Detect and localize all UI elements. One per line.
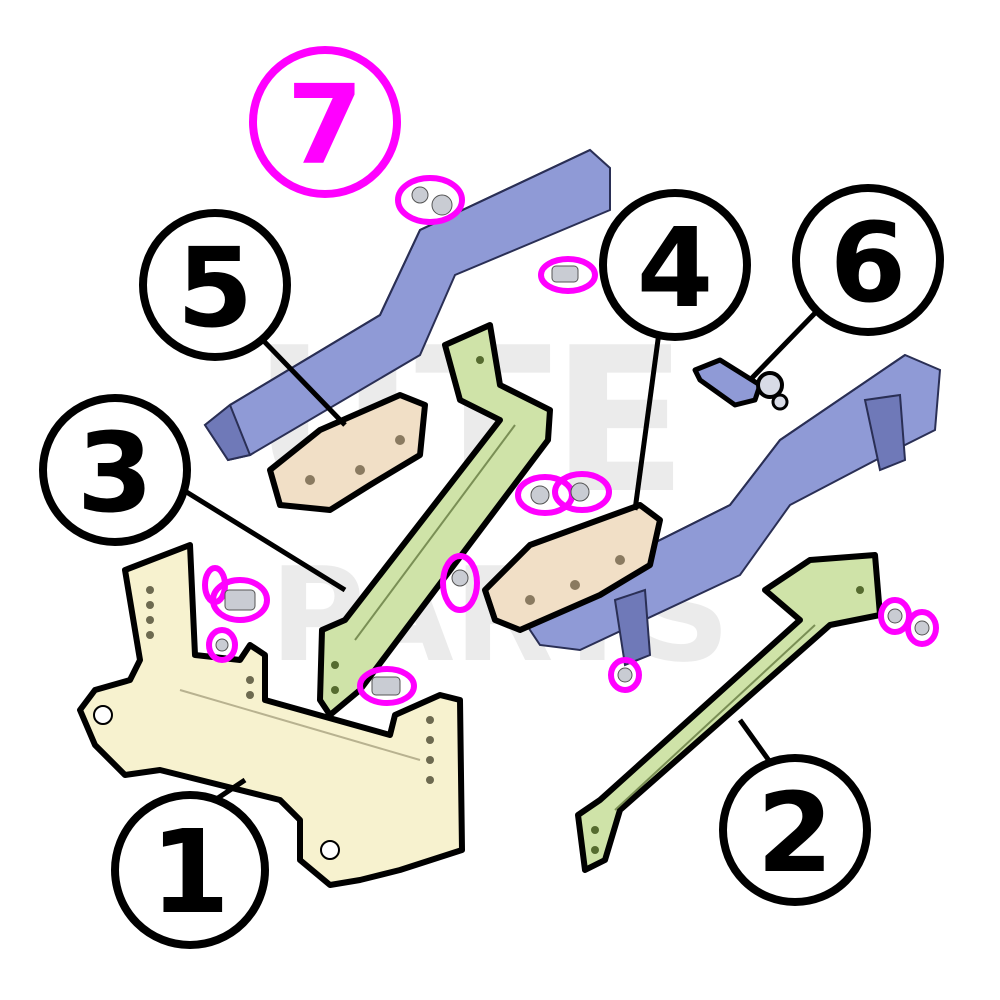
callout-4: 4 bbox=[599, 189, 751, 341]
hardware-washer-top bbox=[395, 175, 465, 225]
callout-4-label: 4 bbox=[637, 204, 714, 332]
hardware-bolt-left bbox=[202, 565, 270, 663]
callout-5: 5 bbox=[139, 209, 291, 361]
leader-5 bbox=[253, 330, 347, 427]
hardware-washer-right bbox=[878, 597, 939, 647]
callout-1: 1 bbox=[111, 791, 269, 949]
right-brace bbox=[575, 552, 883, 873]
callout-2-label: 2 bbox=[757, 769, 834, 897]
callout-7: 7 bbox=[249, 46, 401, 198]
hardware-group bbox=[202, 175, 939, 706]
leader-6 bbox=[748, 308, 820, 382]
hardware-nut-right bbox=[608, 657, 642, 693]
right-frame-bracket bbox=[482, 502, 663, 633]
pin-clip bbox=[692, 357, 789, 411]
callout-2: 2 bbox=[719, 754, 871, 906]
callout-7-label: 7 bbox=[287, 61, 364, 189]
crossmember bbox=[77, 542, 465, 888]
leader-4 bbox=[632, 324, 663, 511]
callout-3-label: 3 bbox=[77, 409, 154, 537]
leader-3 bbox=[178, 485, 347, 593]
callout-3: 3 bbox=[39, 394, 191, 546]
callout-6-label: 6 bbox=[830, 199, 907, 327]
hardware-bolt-lower bbox=[357, 666, 417, 706]
left-brace bbox=[317, 322, 553, 718]
hardware-bolt-mid bbox=[440, 553, 480, 613]
callout-6: 6 bbox=[792, 184, 944, 336]
left-frame-bracket bbox=[267, 392, 428, 513]
callout-5-label: 5 bbox=[177, 224, 254, 352]
callout-1-label: 1 bbox=[150, 806, 230, 940]
hardware-bolt-top bbox=[538, 256, 598, 294]
hardware-nuts-mid bbox=[515, 471, 612, 516]
